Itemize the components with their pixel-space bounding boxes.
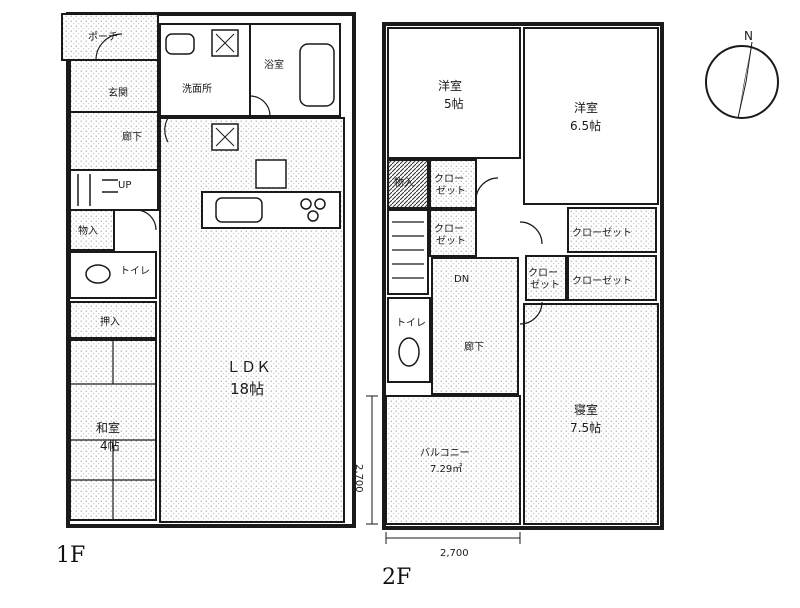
up-label: UP (118, 180, 131, 191)
closet-d-line1: クロー (528, 267, 558, 279)
hall-2f (431, 257, 519, 395)
toilet-label: トイレ (120, 266, 150, 277)
western1-name-label: 洋室 (438, 78, 462, 93)
closet-e (567, 255, 657, 301)
closet-b (429, 209, 477, 257)
western2-name-label: 洋室 (574, 100, 598, 115)
stairs-1f (69, 169, 159, 211)
dim-line-horizontal (385, 532, 521, 544)
ldk-room (159, 117, 345, 523)
toilet-icon (85, 264, 111, 284)
floor2-label: 2F (382, 565, 411, 590)
washroom-label: 洗面所 (182, 83, 212, 95)
sink-icon (165, 33, 195, 55)
ldk-size-label: 18帖 (230, 380, 264, 398)
floor2-outline (382, 22, 664, 530)
oshiire-closet (69, 301, 157, 339)
pantry-box (255, 159, 287, 189)
closet-c (567, 207, 657, 253)
washitsu-name-label: 和室 (96, 420, 120, 435)
dim-vertical-label: 2,700 (353, 464, 364, 493)
stairs-2f (387, 209, 429, 295)
porch-label: ポーチ (88, 31, 118, 43)
hall-label: 廊下 (122, 130, 142, 143)
closet-b-line1: クロー (434, 223, 464, 235)
closet-d-label: クローゼット (528, 267, 560, 291)
bedroom-name-label: 寝室 (574, 402, 598, 417)
bedroom-area (523, 303, 659, 525)
storage-label: 物入 (78, 224, 98, 237)
closet-a-label: クローゼット (434, 173, 466, 197)
balcony-size-label: 7.29㎡ (430, 463, 462, 475)
compass-arrow-icon (738, 42, 752, 118)
closet-d-line2: ゼット (530, 279, 560, 291)
entrance-label: 玄関 (108, 86, 128, 99)
closet-a-line2: ゼット (436, 185, 466, 197)
ldk-name-label: ＬＤＫ (226, 358, 271, 376)
down-label: DN (454, 274, 469, 285)
bedroom-size-label: 7.5帖 (570, 420, 601, 435)
balcony-name-label: バルコニー (420, 447, 470, 459)
closet-a-line1: クロー (434, 173, 464, 185)
western1-size-label: 5帖 (444, 96, 464, 111)
western2-size-label: 6.5帖 (570, 118, 601, 133)
storage-2f-label: 物入 (394, 176, 414, 189)
bathtub-icon (299, 43, 335, 107)
toilet-2f-icon (398, 337, 420, 367)
storage-room (69, 209, 115, 251)
closet-c-label: クローゼット (572, 227, 632, 239)
dim-horizontal-label: 2,700 (440, 548, 469, 559)
toilet-room (69, 251, 157, 299)
oshiire-label: 押入 (100, 315, 120, 328)
washitsu-size-label: 4帖 (100, 438, 120, 453)
closet-e-label: クローゼット (572, 275, 632, 287)
closet-d (525, 255, 567, 301)
kitchen-sink-icon (215, 197, 263, 223)
toilet-2f-label: トイレ (396, 318, 426, 329)
compass-north-label: N (744, 29, 753, 43)
compass: N (705, 29, 779, 119)
closet-a (429, 159, 477, 209)
entrance-area (69, 59, 159, 113)
compass-ring (705, 45, 779, 119)
western-room-1 (387, 27, 521, 159)
stove-icon (300, 198, 312, 210)
closet-b-label: クローゼット (434, 223, 466, 247)
balcony-area (385, 395, 521, 525)
floor-2: 洋室 5帖 洋室 6.5帖 クローゼット クローゼット クローゼット クローゼッ… (353, 22, 664, 590)
closet-b-line2: ゼット (436, 235, 466, 247)
hall-2f-label: 廊下 (464, 340, 484, 353)
western-room-2 (523, 27, 659, 205)
storage-2f (387, 159, 429, 209)
floor1-label: 1F (56, 543, 85, 568)
floor1-outline (66, 12, 356, 528)
floor-1: ポーチ 玄関 洗面所 浴室 廊下 UP 物入 トイレ 押入 ＬＤＫ 18帖 和室… (56, 12, 356, 568)
bath-label: 浴室 (264, 58, 284, 71)
dim-line-vertical (366, 395, 378, 525)
hall-area (69, 111, 159, 171)
